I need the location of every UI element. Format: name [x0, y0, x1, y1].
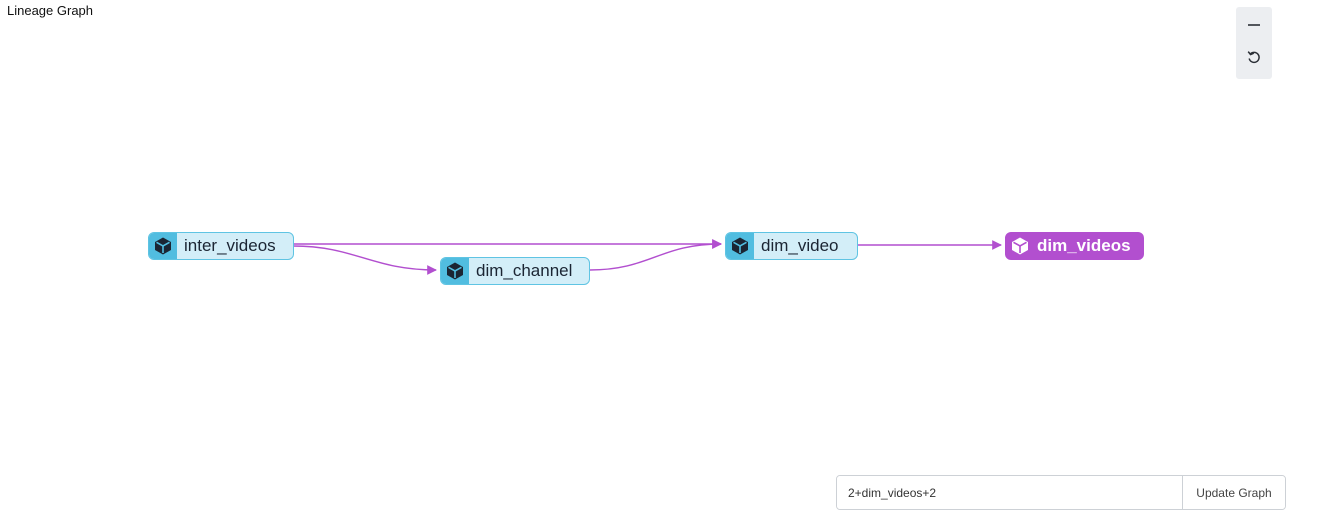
edge-inter-videos-to-dim-channel — [292, 245, 437, 275]
model-icon-box — [726, 233, 754, 259]
model-icon-box — [1006, 233, 1034, 259]
update-graph-button[interactable]: Update Graph — [1182, 476, 1285, 509]
graph-query-bar: Update Graph — [836, 475, 1286, 510]
node-label: inter_videos — [184, 236, 276, 255]
minus-icon — [1248, 24, 1260, 26]
node-label: dim_channel — [476, 261, 573, 280]
node-dim-videos[interactable]: dim_videos — [1005, 232, 1144, 260]
node-label: dim_video — [761, 236, 839, 255]
reset-view-button[interactable] — [1236, 39, 1272, 75]
page-title: Lineage Graph — [7, 3, 94, 18]
node-inter-videos[interactable]: inter_videos — [148, 232, 294, 260]
node-label: dim_videos — [1037, 236, 1131, 255]
zoom-out-button[interactable] — [1236, 7, 1272, 43]
edge-dim-channel-to-dim-video — [589, 239, 722, 271]
zoom-controls — [1236, 7, 1272, 79]
cube-icon — [447, 262, 463, 280]
cube-icon — [1012, 237, 1028, 255]
model-icon-box — [441, 258, 469, 284]
node-dim-video[interactable]: dim_video — [725, 232, 858, 260]
model-icon-box — [149, 233, 177, 259]
reset-rotate-icon — [1247, 51, 1260, 64]
cube-icon — [155, 237, 171, 255]
graph-selector-input[interactable] — [837, 476, 1182, 509]
cube-icon — [732, 237, 748, 255]
node-dim-channel[interactable]: dim_channel — [440, 257, 590, 285]
